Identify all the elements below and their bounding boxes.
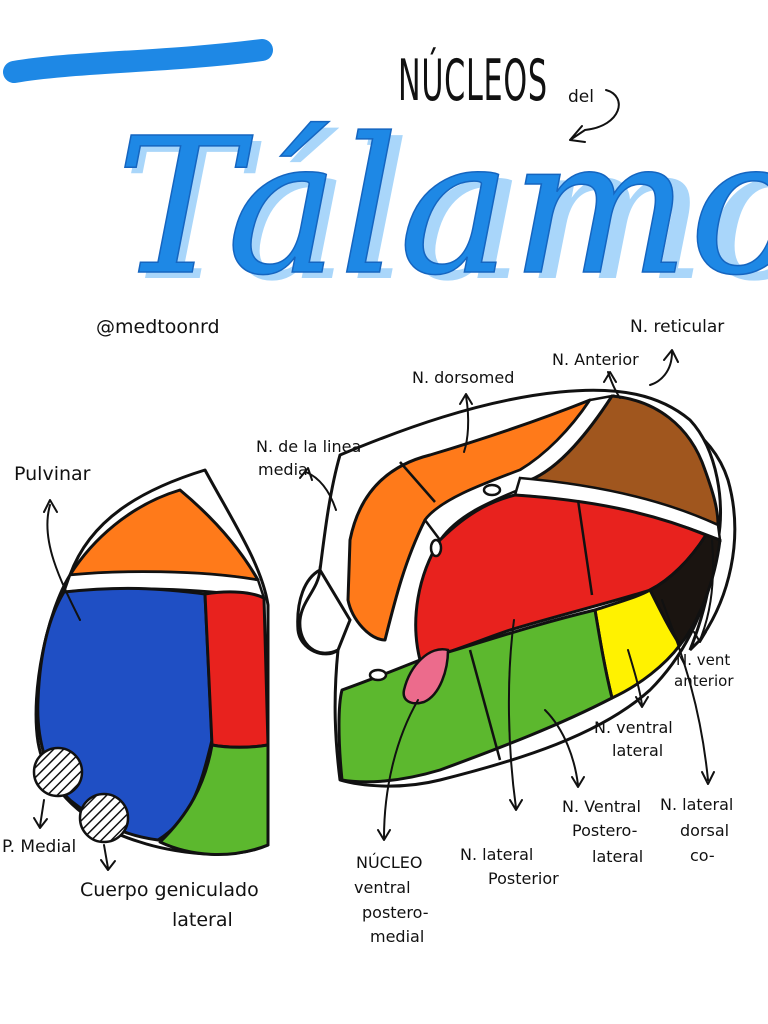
label-linea-media-2: media [258, 460, 308, 479]
label-vent-anterior-1: N. vent [676, 651, 730, 669]
label-cuerpo-geniculado-2: lateral [172, 909, 233, 931]
label-ventral-posteromedial-1: NÚCLEO [356, 853, 422, 872]
pulvinar-leader [43, 499, 81, 621]
label-reticular: N. reticular [630, 317, 724, 337]
label-pulvinar: Pulvinar [14, 463, 91, 485]
label-p-medial: P. Medial [2, 837, 76, 857]
label-linea-media-1: N. de la linea [256, 437, 361, 456]
title-talamo-shadow: Tálamo [122, 104, 768, 323]
label-ventral-posterolateral-3: lateral [592, 847, 643, 866]
del-arrow-icon [569, 89, 620, 143]
title-nucleos: NÚCLEOS [398, 46, 548, 113]
title-del: del [568, 87, 594, 107]
label-ventral-lateral-1: N. ventral [594, 718, 673, 737]
label-anterior: N. Anterior [552, 350, 639, 369]
label-lateral-dorsal-1: N. lateral [660, 795, 733, 814]
label-ventral-posterolateral-1: N. Ventral [562, 797, 641, 816]
lateral-view [296, 388, 737, 788]
label-ventral-posteromedial-4: medial [370, 927, 424, 946]
label-lateral-dorsal-2: dorsal [680, 821, 729, 840]
left-pulvinar [36, 586, 214, 842]
n-ventral-posterolateral [337, 608, 614, 784]
label-ventral-lateral-2: lateral [612, 741, 663, 760]
title-t-bar [3, 39, 273, 83]
label-dorsomed: N. dorsomed [412, 368, 514, 387]
label-ventral-posteromedial-3: postero- [362, 903, 428, 922]
n-ventral-posteromedial [402, 647, 450, 705]
p-medial-circle [32, 746, 84, 798]
label-cuerpo-geniculado-1: Cuerpo geniculado [80, 879, 259, 901]
geniculate-circle [78, 792, 130, 844]
posterior-view [32, 468, 270, 857]
author-handle: @medtoonrd [96, 316, 220, 338]
title-talamo: Tálamo [116, 98, 768, 317]
label-vent-anterior-2: anterior [674, 672, 734, 690]
label-lateral-dorsal-3: co- [690, 846, 715, 865]
label-ventral-posterolateral-2: Postero- [572, 821, 637, 840]
label-ventral-posteromedial-2: ventral [354, 878, 411, 897]
label-lateral-posterior-1: N. lateral [460, 845, 533, 864]
label-lateral-posterior-2: Posterior [488, 869, 559, 888]
